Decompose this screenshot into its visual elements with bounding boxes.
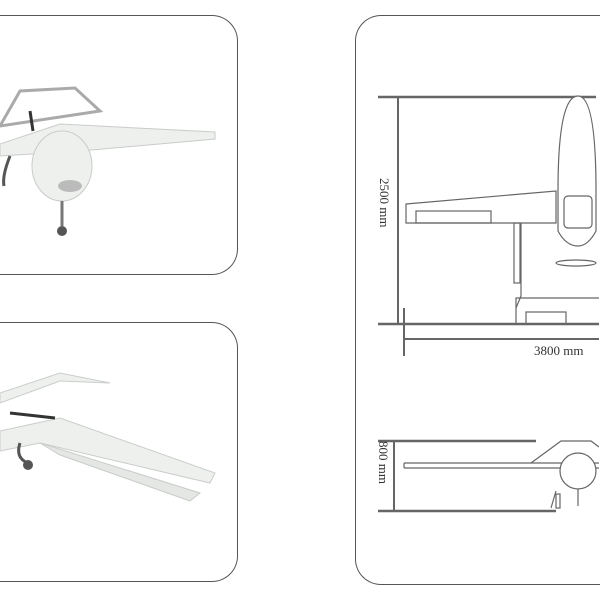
- drone-photo-perspective: [0, 372, 216, 502]
- side-height-dimension-label: 800 mm: [376, 441, 391, 484]
- photo-panel-perspective: [0, 322, 238, 582]
- dimension-drawing-panel: 2500 mm 3800 mm 800 mm: [355, 15, 600, 585]
- width-dimension-label: 3800 mm: [534, 343, 584, 358]
- drone-photo-front: [0, 86, 216, 236]
- dimension-drawing: [378, 95, 599, 513]
- height-dimension-label: 2500 mm: [377, 178, 392, 228]
- photo-panel-front: [0, 15, 238, 275]
